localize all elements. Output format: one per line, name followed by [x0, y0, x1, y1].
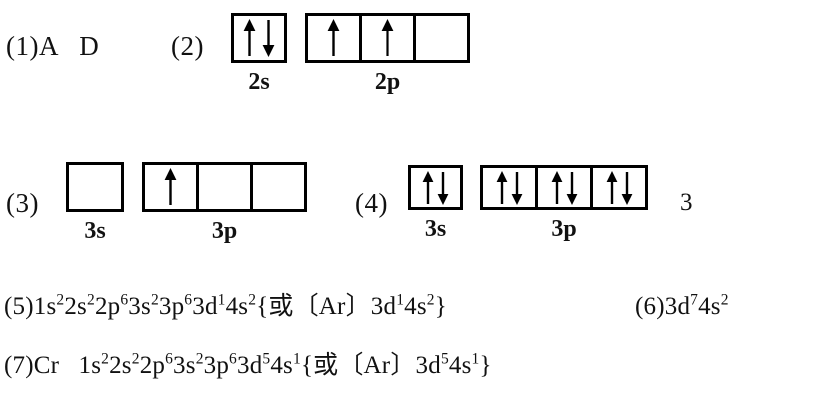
orbital-group-2s: [231, 13, 287, 63]
up-arrow-icon: [551, 170, 562, 204]
orbital-box-2p-1: [305, 13, 362, 63]
orbital-sublabel-3p-q4: 3p: [551, 216, 577, 242]
orbital-sublabel-2s: 2s: [248, 69, 270, 95]
up-arrow-icon: [606, 170, 617, 204]
configuration-7: (7)Cr 1s22s22p63s23p63d54s1{或〔Ar〕3d54s1}: [4, 350, 492, 379]
orbital-group-3s-q3: [66, 162, 124, 212]
electron-single: [164, 168, 177, 206]
orbital-box-3p-3: [250, 162, 307, 212]
answer-1-text: (1)A D: [6, 31, 100, 61]
up-arrow-icon: [327, 19, 340, 56]
down-arrow-icon: [511, 171, 522, 205]
question-3-label: (3): [6, 188, 39, 218]
question-4-label: (4): [355, 188, 388, 218]
down-arrow-icon: [437, 171, 449, 205]
electron-pair: [606, 170, 633, 205]
orbital-sublabel-3s-q3: 3s: [84, 218, 106, 244]
orbital-sublabel-3s-q4: 3s: [424, 216, 447, 242]
up-arrow-icon: [243, 19, 256, 56]
electron-single: [381, 19, 394, 57]
configuration-6: (6)3d74s2: [635, 291, 729, 320]
orbital-box-2p-3: [413, 13, 470, 63]
trailing-mark-3: 3: [680, 189, 693, 216]
orbital-box-3s-1: [66, 162, 124, 212]
down-arrow-icon: [621, 171, 632, 205]
orbital-box-3p-1: [480, 165, 538, 210]
question-2-label: (2): [171, 31, 204, 61]
up-arrow-icon: [164, 168, 177, 205]
configuration-5: (5)1s22s22p63s23p63d14s2{或〔Ar〕3d14s2}: [4, 291, 447, 320]
orbital-box-2s-1: [231, 13, 287, 63]
orbital-box-3p-3: [590, 165, 648, 210]
electron-pair: [422, 170, 449, 205]
up-arrow-icon: [496, 170, 507, 204]
orbital-group-3p-q4: [480, 165, 648, 210]
orbital-group-2p: [305, 13, 470, 63]
orbital-group-3p-q3: [142, 162, 307, 212]
orbital-box-3p-1: [142, 162, 199, 212]
electron-pair: [496, 170, 523, 205]
orbital-box-3s-1: [408, 165, 463, 210]
orbital-sublabel-2p: 2p: [374, 69, 401, 95]
orbital-group-3s-q4: [408, 165, 463, 210]
orbital-box-3p-2: [196, 162, 253, 212]
electron-pair: [551, 170, 578, 205]
up-arrow-icon: [381, 19, 394, 56]
electron-pair: [243, 19, 275, 57]
up-arrow-icon: [422, 170, 434, 204]
orbital-sublabel-3p-q3: 3p: [211, 218, 238, 244]
down-arrow-icon: [566, 171, 577, 205]
orbital-box-3p-2: [535, 165, 593, 210]
down-arrow-icon: [262, 20, 275, 57]
electron-single: [327, 19, 340, 57]
orbital-box-2p-2: [359, 13, 416, 63]
